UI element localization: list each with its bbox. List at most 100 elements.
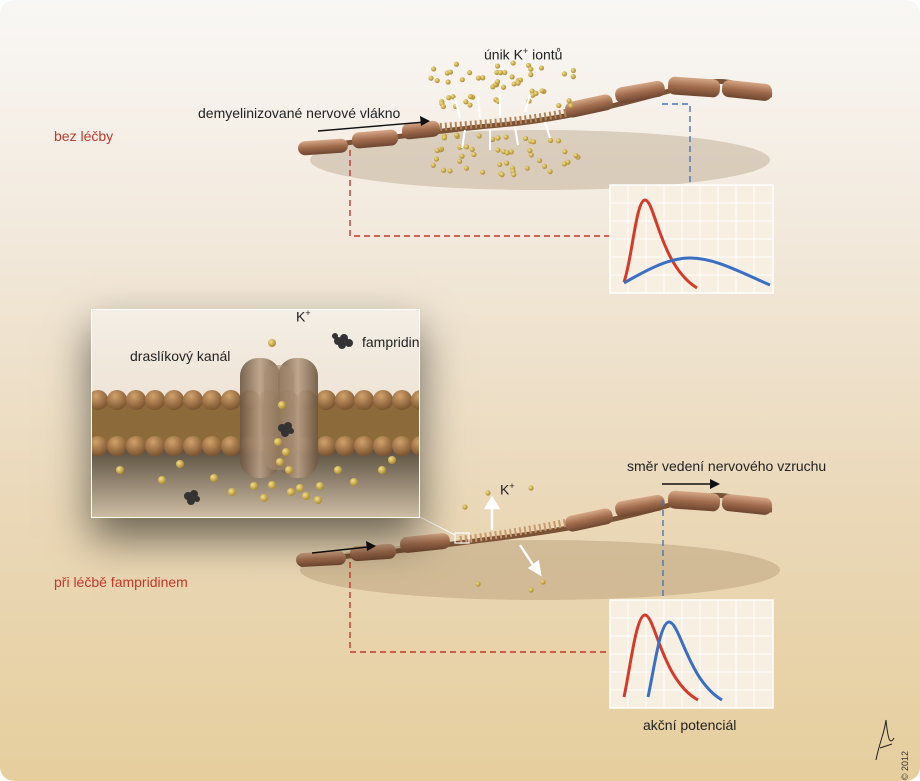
k-ion — [434, 77, 440, 84]
k-ion — [268, 481, 276, 489]
k-ion — [504, 150, 510, 156]
k-ion — [568, 103, 574, 109]
k-ion — [475, 581, 481, 587]
k-ion — [126, 436, 146, 456]
k-ion — [529, 88, 535, 94]
k-ion — [316, 482, 324, 490]
k-ion — [500, 84, 507, 90]
k-ion — [335, 390, 355, 410]
k-ion — [392, 436, 412, 456]
k-ion — [250, 482, 258, 490]
k-ion — [570, 67, 576, 74]
k-ion — [528, 72, 534, 78]
k-ion — [511, 171, 517, 178]
k-ion — [316, 390, 336, 410]
k-ion — [469, 146, 475, 152]
blue-curve — [623, 256, 771, 287]
k-ion — [285, 466, 293, 474]
k-ion — [447, 168, 453, 174]
bottom-potassium-ions — [462, 485, 546, 593]
k-ion — [494, 69, 500, 76]
k-ion — [547, 168, 553, 175]
k-ion — [373, 436, 393, 456]
k-ion — [527, 148, 533, 154]
k-ion — [509, 74, 515, 80]
bottom-ion-arrows — [483, 495, 542, 577]
k-ion — [463, 99, 469, 105]
k-ion — [354, 436, 374, 456]
k-ion — [459, 153, 465, 159]
k-ion — [434, 147, 440, 154]
fiber-pointer-arrow — [317, 116, 430, 132]
artist-signature — [875, 719, 895, 761]
k-ion — [440, 103, 447, 110]
k-label-inset: K+ — [296, 309, 311, 325]
k-ion — [471, 151, 477, 158]
k-ion — [274, 438, 282, 446]
k-ion — [430, 162, 436, 168]
k-ion — [508, 149, 514, 155]
k-ion — [164, 436, 184, 456]
k-ion — [278, 401, 286, 409]
k-ion — [495, 79, 501, 85]
k-ion — [450, 94, 456, 100]
k-ion — [446, 95, 452, 101]
k-ion — [462, 504, 468, 510]
potassium-channel-inset: draslíkový kanál K+ fampridin PR — [91, 309, 420, 518]
direction-arrow — [662, 479, 720, 489]
k-ion — [475, 75, 482, 81]
channel-label: draslíkový kanál — [130, 348, 231, 364]
k-ion — [538, 65, 545, 71]
k-ion — [528, 66, 534, 72]
k-ion — [287, 488, 295, 496]
k-ion — [467, 93, 474, 100]
k-ion — [176, 460, 184, 468]
k-ion — [515, 80, 521, 86]
k-ion — [536, 157, 543, 164]
k-ion — [126, 390, 146, 410]
k-ion — [354, 390, 374, 410]
k-ion — [334, 466, 342, 474]
k-ion — [447, 69, 454, 75]
k-ion — [498, 70, 504, 76]
k-ion — [533, 90, 539, 96]
k-ion — [540, 579, 546, 585]
inset-source-marker — [454, 532, 470, 544]
k-ion — [202, 390, 222, 410]
k-ion — [499, 172, 505, 178]
k-ion — [210, 474, 218, 482]
k-ion — [480, 75, 486, 81]
bottom-state-label: při léčbě fampridinem — [54, 574, 188, 590]
k-ion — [573, 152, 579, 159]
k-ion — [453, 61, 460, 67]
k-ion — [502, 69, 508, 76]
k-ion — [528, 485, 534, 491]
k-ion — [511, 81, 517, 87]
bottom-fiber-pointer-arrow — [311, 541, 376, 554]
k-ion — [524, 165, 530, 171]
top-action-potential-graph — [609, 184, 774, 294]
k-ion — [463, 165, 470, 171]
k-ion — [316, 436, 336, 456]
k-ion — [456, 158, 463, 164]
k-ion — [454, 132, 460, 138]
k-ion — [539, 88, 545, 94]
k-ion — [459, 77, 465, 83]
k-ion — [183, 436, 203, 456]
k-ion — [158, 476, 166, 484]
bottom-red-connector — [349, 562, 625, 653]
fampridine-molecule-icon — [184, 333, 353, 505]
drug-label: fampridin PR — [362, 334, 420, 350]
k-ion — [433, 156, 440, 162]
k-ion — [566, 98, 572, 104]
k-ion — [202, 436, 222, 456]
k-ion — [504, 160, 510, 166]
k-ion — [555, 138, 562, 144]
k-ion — [92, 436, 108, 456]
k-ion — [495, 135, 501, 141]
k-ion — [480, 169, 486, 175]
k-ion — [296, 484, 304, 492]
k-label-bottom: K+ — [500, 481, 515, 498]
